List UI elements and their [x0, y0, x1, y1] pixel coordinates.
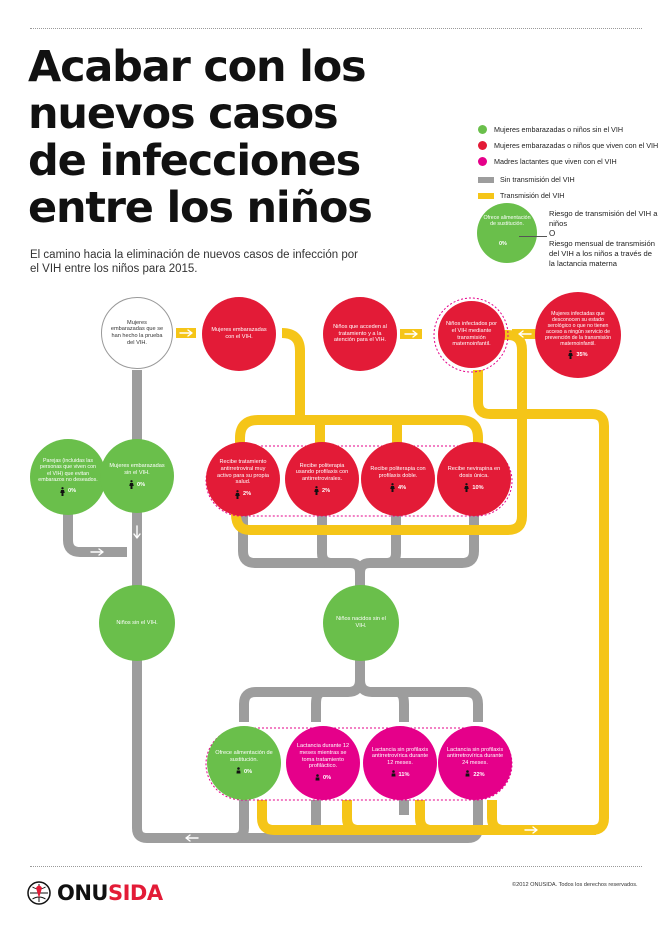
woman-icon: [464, 483, 470, 493]
green-dot-icon: [478, 125, 487, 134]
yellow-path-bf-2: [342, 800, 360, 835]
legend: Mujeres embarazadas o niños sin el VIH M…: [478, 122, 668, 204]
node-hiv-pregnant: Mujeres embarazadas con el VIH.: [202, 297, 276, 371]
node-replacement-feeding: Ofrece alimentación de sustitución. 0%: [207, 726, 281, 800]
node-art: Recibe tratamiento antirretroviral muy a…: [206, 442, 280, 516]
baby-icon: [236, 767, 241, 774]
woman-icon: [314, 486, 319, 496]
node-bf-24-no-prophylaxis: Lactancia sin profilaxis antirretrovíric…: [438, 726, 512, 800]
baby-icon: [465, 770, 470, 777]
magenta-dot-icon: [478, 157, 487, 166]
woman-icon: [129, 480, 134, 490]
legend-or-label: O: [549, 229, 556, 238]
yellow-path-bf-4: [487, 800, 505, 835]
arrow-left-icon-2: [185, 834, 199, 842]
node-double: Recibe politerapia con profilaxis doble.…: [361, 442, 435, 516]
red-dot-icon: [478, 141, 487, 150]
arrow-right-icon-6: [404, 330, 418, 338]
node-children-neg: Niños sin el VIH.: [99, 585, 175, 661]
node-unaware: Mujeres infectadas que desconocen su est…: [535, 292, 621, 378]
woman-icon: [390, 483, 395, 493]
grey-path-branch-2: [355, 679, 483, 722]
woman-icon: [235, 489, 240, 499]
node-neg-pregnant: Mujeres embarazadas sin el VIH. 0%: [100, 439, 174, 513]
legend-example-node: Ofrece alimentación de sustitución. 0%: [477, 203, 537, 263]
unaids-logo: ONUSIDA: [26, 880, 163, 906]
node-bf-12-no-prophylaxis: Lactancia sin profilaxis antirretrovíric…: [363, 726, 437, 800]
arrow-down-icon: [133, 525, 141, 539]
legend-line-grey: Sin transmisión del VIH: [478, 172, 668, 187]
yellow-path-unaware: [473, 370, 609, 835]
page-title: Acabar con los nuevos casos de infeccion…: [28, 42, 373, 233]
node-children-access: Niños que acceden al tratamiento y a la …: [323, 297, 397, 371]
yellow-line-icon: [478, 192, 494, 199]
node-nvp: Recibe nevirapina en dosis única. 10%: [437, 442, 511, 516]
node-triple: Recibe politerapia usando profilaxis con…: [285, 442, 359, 516]
arrow-left-icon-3: [518, 330, 532, 338]
node-couples: Parejas (incluidas las personas que vive…: [30, 439, 106, 515]
grey-path-bottom-return: [233, 800, 483, 843]
copyright: ©2012 ONUSIDA. Todos los derechos reserv…: [512, 882, 638, 888]
node-bf-12-treatment: Lactancia durante 12 meses mientras se t…: [286, 726, 360, 800]
arrow-right-icon-3: [90, 548, 104, 556]
arrow-right-icon-4: [524, 826, 538, 834]
node-children-infected: Niños infectados por el VIH mediante tra…: [438, 301, 505, 368]
node-tested: Mujeres embarazadas que se han hecho la …: [101, 297, 173, 369]
legend-item-green: Mujeres embarazadas o niños sin el VIH: [478, 122, 668, 137]
grey-path-triple: [317, 515, 333, 568]
unaids-emblem-icon: [27, 881, 51, 905]
grey-path-nvp: [355, 515, 479, 574]
yellow-path-breastfeeding: [257, 800, 596, 835]
woman-icon: [60, 487, 65, 496]
legend-item-magenta: Madres lactantes que viven con el VIH: [478, 154, 668, 169]
legend-line-yellow: Transmisión del VIH: [478, 188, 668, 203]
grey-line-icon: [478, 176, 494, 183]
infected-children-outline: [433, 297, 509, 373]
yellow-path-bf-3: [415, 800, 433, 835]
grey-path-double: [385, 515, 401, 568]
page-subtitle: El camino hacia la eliminación de nuevos…: [30, 249, 358, 275]
legend-item-red: Mujeres embarazadas o niños que viven co…: [478, 138, 668, 153]
grey-path-tested-down: [132, 370, 238, 843]
legend-pointer-line: [519, 236, 547, 237]
top-divider: [30, 28, 642, 29]
grey-path-branch-4: [396, 687, 409, 722]
breastfeeding-group-outline: [205, 727, 513, 801]
yellow-bus-top: [235, 415, 483, 452]
woman-icon: [568, 350, 574, 359]
node-children-born-neg: Niños nacidos sin el VIH.: [323, 585, 399, 661]
grey-path-born-neg: [239, 650, 365, 722]
bottom-divider: [30, 866, 642, 867]
legend-monthly-label: Riesgo mensual de transmisión del VIH a …: [549, 239, 655, 268]
yellow-path-hiv-pregnant: [281, 328, 305, 418]
grey-path-branch-3: [311, 687, 324, 722]
baby-icon: [315, 773, 320, 781]
legend-risk-label: Riesgo de transmisión del VIH a niños: [549, 209, 658, 228]
baby-icon: [391, 770, 396, 777]
grey-path-couples: [63, 512, 127, 557]
arrow-right-icon-5: [179, 329, 193, 337]
